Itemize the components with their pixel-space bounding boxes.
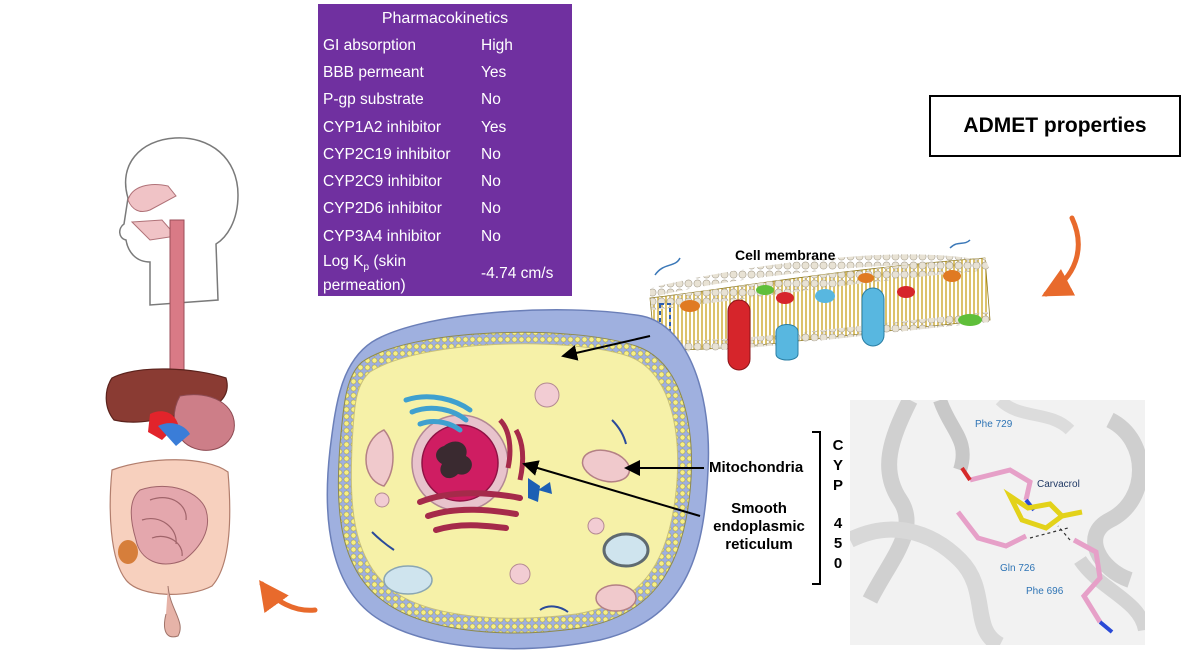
- pk-value: Yes: [481, 63, 507, 81]
- cell-illustration: [326, 309, 710, 650]
- orange-arrow-top-right: [1041, 215, 1081, 297]
- orange-arrow-bottom-left: [259, 579, 318, 614]
- label-phe696: Phe 696: [1026, 586, 1064, 597]
- pointer-cell-membrane: [561, 335, 651, 361]
- pk-row: GI absorption High: [318, 32, 572, 59]
- pk-value-log-kp: -4.74 cm/s: [481, 265, 554, 283]
- cyp-letter: Y: [832, 457, 843, 474]
- log-kp-prefix: Log K: [323, 253, 364, 271]
- label-smooth-er: Smooth endoplasmic reticulum: [713, 500, 805, 553]
- pk-row: CYP2D6 inhibitor No: [318, 196, 572, 223]
- label-carvacrol: Carvacrol: [1037, 479, 1080, 490]
- pk-value: High: [481, 36, 513, 54]
- pk-value: Yes: [481, 118, 507, 136]
- pk-row-log-kp: Log Kp (skin permeation) -4.74 cm/s: [318, 250, 572, 298]
- pk-name: CYP2D6 inhibitor: [323, 200, 442, 218]
- docking-structure: [850, 400, 1145, 645]
- pk-name-log-kp: Log Kp (skin permeation): [318, 253, 481, 295]
- pk-value: No: [481, 173, 501, 191]
- pk-name: CYP3A4 inhibitor: [323, 227, 442, 245]
- pk-name: CYP2C9 inhibitor: [323, 173, 442, 191]
- pk-row: CYP2C9 inhibitor No: [318, 168, 572, 195]
- pk-value: No: [481, 145, 501, 163]
- pk-row: CYP3A4 inhibitor No: [318, 223, 572, 250]
- cyp-bracket: [812, 431, 821, 585]
- pk-name: CYP1A2 inhibitor: [323, 118, 442, 136]
- log-kp-sub: p: [363, 262, 370, 274]
- label-gln726: Gln 726: [1000, 563, 1036, 574]
- pk-title: Pharmacokinetics: [381, 10, 509, 27]
- log-kp-suffix: (skin permeation): [323, 253, 407, 295]
- admet-title: ADMET properties: [963, 114, 1147, 137]
- docking-image: Phe 729 Carvacrol Gln 726 Phe 696: [850, 400, 1145, 645]
- human-digestive-system: [105, 137, 239, 638]
- cyp-letter: P: [832, 477, 843, 494]
- cyp-letter: 4: [833, 515, 843, 532]
- pk-value: No: [481, 200, 501, 218]
- pk-name: GI absorption: [323, 36, 417, 54]
- pk-name: BBB permeant: [323, 63, 424, 81]
- pk-value: No: [481, 91, 501, 109]
- pk-value: No: [481, 227, 501, 245]
- label-mitochondria: Mitochondria: [709, 459, 804, 476]
- cyp450-label: C Y P 4 5 0: [828, 436, 848, 574]
- pk-row: P-gp substrate No: [318, 87, 572, 114]
- admet-title-box: ADMET properties: [929, 95, 1181, 157]
- cyp-letter: C: [832, 437, 844, 454]
- pk-row: CYP1A2 inhibitor Yes: [318, 114, 572, 141]
- label-phe729: Phe 729: [975, 419, 1013, 430]
- pointer-smooth-er: [522, 460, 701, 517]
- pk-name: CYP2C19 inhibitor: [323, 145, 451, 163]
- pk-name: P-gp substrate: [323, 91, 424, 109]
- label-cell-membrane: Cell membrane: [735, 247, 836, 263]
- pk-row: BBB permeant Yes: [318, 59, 572, 86]
- cyp-letter: 5: [833, 535, 843, 552]
- pk-row: CYP2C19 inhibitor No: [318, 141, 572, 168]
- pharmacokinetics-table: Pharmacokinetics GI absorption High BBB p…: [318, 4, 572, 296]
- cyp-letter: 0: [833, 555, 843, 572]
